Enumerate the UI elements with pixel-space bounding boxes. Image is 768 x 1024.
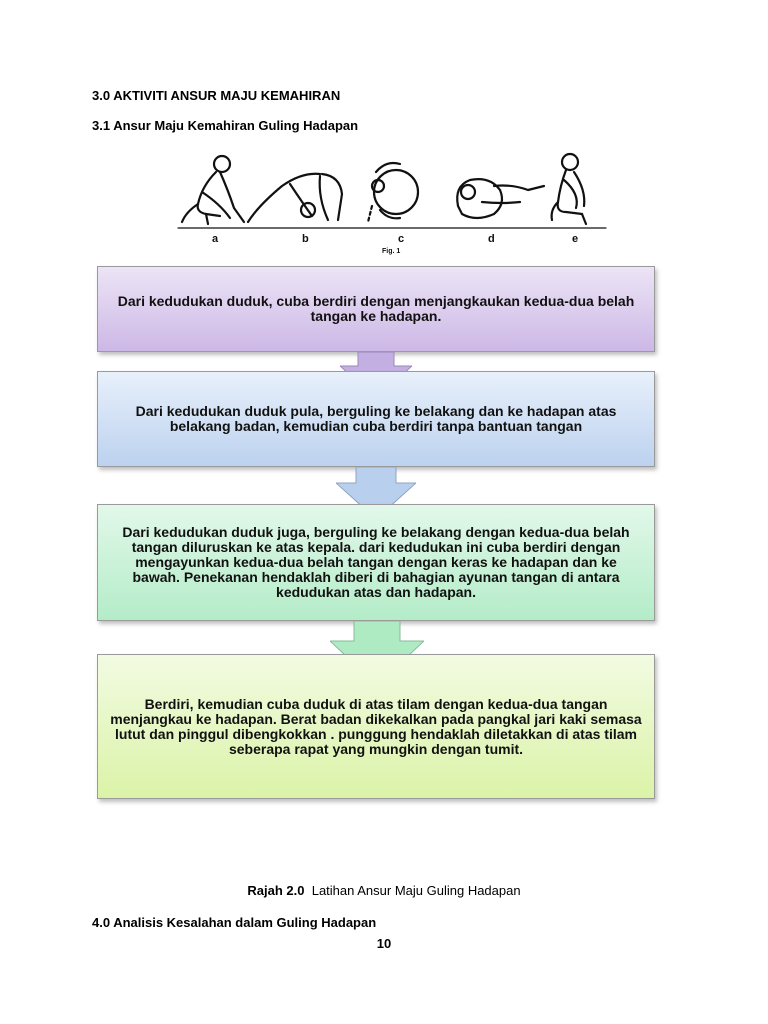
stage-label-e: e: [572, 233, 578, 245]
page-number: 10: [0, 936, 768, 951]
stage-label-a: a: [212, 233, 219, 245]
step-text-4: Berdiri, kemudian cuba duduk di atas til…: [110, 697, 642, 757]
stage-label-d: d: [488, 233, 495, 245]
step-box-1: Dari kedudukan duduk, cuba berdiri denga…: [97, 266, 655, 352]
stage-label-b: b: [302, 233, 309, 245]
figure-stage-b: [248, 174, 342, 222]
figure-caption: Rajah 2.0 Latihan Ansur Maju Guling Hada…: [0, 883, 768, 898]
forward-roll-figure: a b c d e Fig. 1: [172, 146, 612, 256]
step-text-1: Dari kedudukan duduk, cuba berdiri denga…: [110, 294, 642, 324]
forward-roll-illustration: a b c d e Fig. 1: [172, 146, 612, 256]
section-heading-3: 3.0 AKTIVITI ANSUR MAJU KEMAHIRAN: [92, 88, 340, 103]
caption-label: Rajah 2.0: [247, 883, 304, 898]
figure-stage-d: [457, 179, 544, 218]
figure-stage-e: [552, 154, 586, 224]
step-box-3: Dari kedudukan duduk juga, berguling ke …: [97, 504, 655, 621]
step-text-3: Dari kedudukan duduk juga, berguling ke …: [110, 525, 642, 600]
step-text-2: Dari kedudukan duduk pula, berguling ke …: [110, 404, 642, 434]
step-box-4: Berdiri, kemudian cuba duduk di atas til…: [97, 654, 655, 799]
step-box-2: Dari kedudukan duduk pula, berguling ke …: [97, 371, 655, 467]
section-heading-3-1: 3.1 Ansur Maju Kemahiran Guling Hadapan: [92, 118, 358, 133]
caption-text: Latihan Ansur Maju Guling Hadapan: [312, 883, 521, 898]
figure-stage-c: [368, 163, 418, 222]
figure-stage-a: [182, 156, 244, 224]
section-heading-4: 4.0 Analisis Kesalahan dalam Guling Hada…: [92, 915, 376, 930]
stage-label-c: c: [398, 233, 404, 245]
fig-label: Fig. 1: [382, 248, 400, 255]
